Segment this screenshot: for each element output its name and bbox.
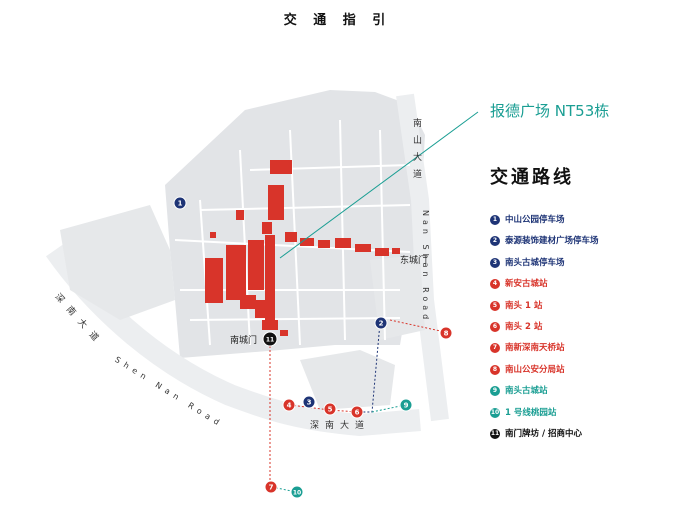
map-marker-6[interactable]: 6 (350, 405, 364, 419)
map-marker-circle (302, 395, 316, 409)
legend-label: 南头 1 站 (505, 300, 543, 311)
map-marker-circle (290, 485, 304, 499)
map-marker-circle (282, 398, 296, 412)
map-marker-number: 5 (328, 406, 333, 414)
legend-label: 南山公安分局站 (505, 364, 565, 375)
map-marker-circle (173, 196, 187, 210)
map-marker-circle (323, 402, 337, 416)
map-marker-circle (262, 331, 278, 347)
map-marker-circle (439, 326, 453, 340)
legend-item: 10 1 号线桃园站 (490, 407, 670, 429)
nanshan-road-cn: 南山大道 (411, 118, 421, 186)
route-red-east (389, 319, 446, 333)
page-title: 交 通 指 引 (283, 13, 392, 28)
map-marker-number: 11 (266, 337, 274, 344)
legend-badge: 1 (490, 215, 500, 225)
legend-label: 南门牌坊 / 招商中心 (505, 428, 583, 439)
south-plots (300, 350, 395, 410)
map-marker-circle (399, 398, 413, 412)
legend-label: 南头古城停车场 (505, 257, 565, 268)
map-marker-number: 8 (444, 330, 449, 338)
legend-item: 5 南头 1 站 (490, 300, 670, 322)
legend-badge: 10 (490, 407, 500, 418)
map-marker-11[interactable]: 11 (262, 331, 278, 347)
map-marker-2[interactable]: 2 (374, 316, 388, 330)
map-marker-7[interactable]: 7 (264, 480, 278, 494)
map-marker-circle (374, 316, 388, 330)
legend-badge: 3 (490, 257, 500, 268)
map-marker-number: 10 (293, 490, 301, 497)
legend-item: 11 南门牌坊 / 招商中心 (490, 428, 670, 450)
legend-item: 9 南头古城站 (490, 386, 670, 407)
west-plots (60, 205, 175, 320)
legend-label: 泰源装饰建材广场停车场 (505, 236, 599, 247)
map-marker-number: 3 (307, 399, 312, 407)
map-marker-number: 9 (404, 402, 409, 410)
south-gate-label: 南城门 (230, 336, 258, 346)
legend-item: 8 南山公安分局站 (490, 364, 670, 386)
legend-badge: 5 (490, 300, 500, 311)
legend-title: 交通路线 (490, 167, 574, 188)
callout-label: 报德广场 NT53栋 (490, 102, 610, 120)
legend-badge: 11 (490, 428, 500, 439)
map-marker-8[interactable]: 8 (439, 326, 453, 340)
legend: 1 中山公园停车场 2 泰源装饰建材广场停车场 3 南头古城停车场 4 新安古城站 5 南头 1 … (490, 215, 670, 450)
map-marker-10[interactable]: 10 (290, 485, 304, 499)
map-marker-3[interactable]: 3 (302, 395, 316, 409)
map-markers: 1 2 3 4 5 6 7 8 9 10 11 (173, 196, 453, 499)
legend-label: 1 号线桃园站 (505, 407, 557, 418)
red-buildings (205, 160, 400, 336)
legend-badge: 7 (490, 343, 500, 354)
map-marker-number: 4 (287, 402, 292, 410)
map-marker-number: 2 (379, 320, 384, 328)
legend-badge: 6 (490, 321, 500, 332)
map-marker-number: 1 (178, 200, 183, 208)
map-marker-9[interactable]: 9 (399, 398, 413, 412)
map-marker-number: 7 (269, 484, 274, 492)
nanshan-road-en: Nan Shan Road (421, 210, 430, 324)
legend-label: 南头 2 站 (505, 321, 543, 332)
legend-badge: 8 (490, 364, 500, 375)
legend-item: 2 泰源装饰建材广场停车场 (490, 236, 670, 257)
map-marker-circle (350, 405, 364, 419)
map-marker-circle (264, 480, 278, 494)
legend-item: 6 南头 2 站 (490, 321, 670, 343)
map-marker-number: 6 (355, 409, 360, 417)
legend-item: 4 新安古城站 (490, 279, 670, 300)
route-teal (371, 404, 406, 413)
map-marker-4[interactable]: 4 (282, 398, 296, 412)
legend-item: 7 南新深南天桥站 (490, 343, 670, 364)
legend-label: 新安古城站 (505, 279, 548, 290)
shennan-road-cn-east: 深南大道 (310, 421, 371, 431)
legend-item: 1 中山公园停车场 (490, 215, 670, 236)
legend-badge: 4 (490, 279, 500, 290)
legend-label: 南新深南天桥站 (505, 343, 565, 354)
east-gate-label: 东城门 (400, 256, 428, 266)
legend-label: 南头古城站 (505, 386, 548, 397)
map-marker-1[interactable]: 1 (173, 196, 187, 210)
legend-item: 3 南头古城停车场 (490, 257, 670, 279)
nanshan-road-band (396, 93, 449, 422)
map-marker-5[interactable]: 5 (323, 402, 337, 416)
legend-badge: 2 (490, 236, 500, 247)
callout-line (279, 111, 479, 259)
legend-badge: 9 (490, 386, 500, 397)
legend-label: 中山公园停车场 (505, 215, 565, 225)
